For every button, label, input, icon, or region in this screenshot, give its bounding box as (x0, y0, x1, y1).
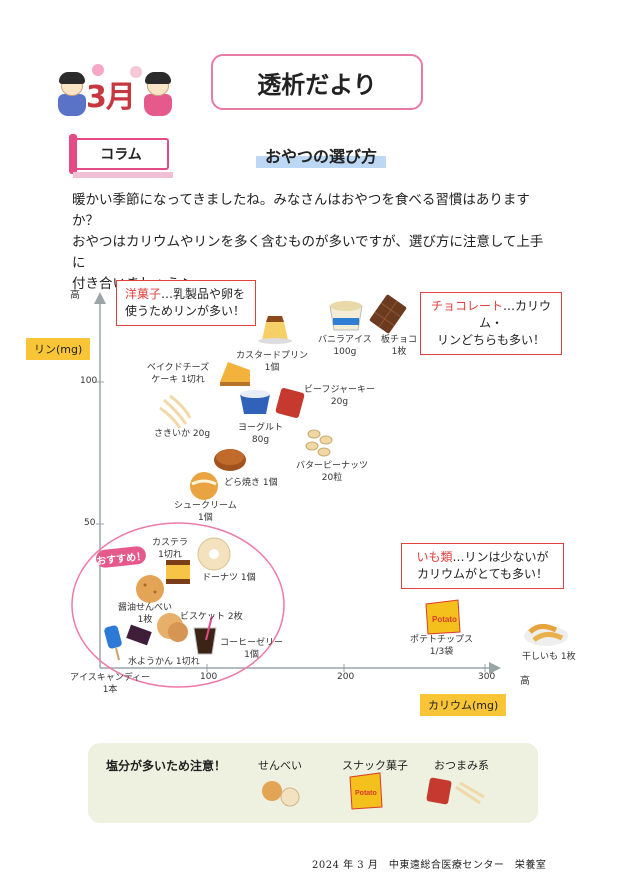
intro-line: 暖かい季節になってきましたね。みなさんはおやつを食べる習慣はありますか？ (72, 192, 530, 229)
chocolate-bar-icon (369, 294, 407, 334)
peanuts-icon (305, 429, 333, 457)
mizuyokan-icon (126, 624, 152, 646)
food-label-sakiika: さきいか 20g (154, 429, 211, 439)
castella-icon (166, 560, 190, 584)
ice-candy-icon (104, 625, 122, 661)
beef-jerky-icon (275, 388, 305, 418)
otsumami-icon (426, 777, 485, 805)
recommend-circle (71, 522, 285, 688)
note-highlight: いも類 (416, 550, 453, 564)
y-axis-high-label: 高 (70, 290, 80, 301)
note-highlight: チョコレート (430, 299, 503, 313)
note-text: …リンは少ないが (452, 550, 549, 564)
food-label-cheesecake: ベイクドチーズケーキ 1切れ (146, 363, 210, 385)
note-imo: いも類…リンは少ないが カリウムがとても多い！ (401, 543, 564, 589)
food-label-dorayaki: どら焼き 1個 (224, 478, 278, 488)
y-tick-label: 100 (80, 376, 98, 386)
salt-item-snack: スナック菓子 (342, 759, 408, 772)
note-text: リンどちらも多い！ (436, 333, 545, 347)
svg-text:Potato: Potato (355, 790, 377, 797)
y-axis-label: リン(mg) (26, 338, 91, 360)
x-tick-label: 300 (478, 672, 496, 682)
page-title: 透析だより (211, 54, 423, 110)
svg-text:Potato: Potato (432, 615, 457, 624)
food-label-biscuit: ビスケット 2枚 (180, 612, 243, 622)
y-tick-label: 50 (84, 518, 96, 528)
footer-credit: 2024 年 3 月 中東遠総合医療センター 栄養室 (312, 860, 547, 871)
month-badge: 3月 (56, 64, 174, 120)
column-tag: コラム (69, 134, 173, 178)
intro-line: おやつはカリウムやリンを多く含むものが多いですが、選び方に注意して上手に (72, 234, 544, 271)
cream-puff-icon (190, 472, 218, 500)
note-text: …カリウム・ (478, 299, 552, 330)
dorayaki-icon (214, 449, 246, 471)
note-highlight: 洋菓子 (125, 287, 162, 301)
cheesecake-icon (220, 362, 250, 386)
x-axis-high-label: 高 (520, 676, 530, 687)
flower-icon (92, 64, 104, 76)
food-label-mizuyokan: 水ようかん 1切れ (128, 657, 200, 667)
salt-item-senbei: せんべい (258, 759, 302, 772)
food-label-hoshiimo: 干しいも 1枚 (522, 652, 576, 662)
coffee-jelly-icon (193, 615, 217, 655)
food-label-donut: ドーナツ 1個 (202, 573, 256, 583)
vanilla-ice-icon (329, 301, 363, 331)
senbei-icon (136, 575, 164, 603)
senbei-icon (262, 781, 300, 807)
hoshiimo-icon (524, 624, 568, 646)
flower-icon (130, 66, 142, 78)
salt-illustrations: Potato (262, 772, 485, 810)
salt-item-otsumami: おつまみ系 (434, 759, 489, 772)
hina-doll-female-icon (142, 72, 174, 116)
pudding-icon (258, 316, 292, 344)
salt-warning-box: 塩分が多いため注意！ せんべい スナック菓子 おつまみ系 Potato (88, 743, 538, 823)
note-chocolate: チョコレート…カリウム・ リンどちらも多い！ (420, 292, 562, 355)
snack-bag-icon: Potato (349, 772, 383, 810)
donut-icon (197, 537, 231, 571)
x-tick-label: 100 (200, 672, 218, 682)
salt-warning-title: 塩分が多いため注意！ (106, 759, 227, 773)
note-text: 使うためリンが多い！ (125, 304, 246, 318)
biscuit-icon (157, 613, 188, 642)
x-tick-label: 200 (337, 672, 355, 682)
section-subtitle: おやつの選び方 (256, 146, 386, 168)
note-text: カリウムがとても多い！ (416, 567, 549, 581)
note-yogashi: 洋菓子…乳製品や卵を 使うためリンが多い！ (116, 280, 256, 326)
potato-chips-icon: Potato (425, 599, 461, 635)
yogurt-icon (240, 390, 270, 414)
month-label: 3月 (86, 80, 136, 115)
note-text: …乳製品や卵を (161, 287, 246, 301)
sakiika-icon (159, 394, 192, 429)
x-axis-label: カリウム(mg) (420, 694, 507, 716)
hina-doll-male-icon (56, 72, 88, 116)
